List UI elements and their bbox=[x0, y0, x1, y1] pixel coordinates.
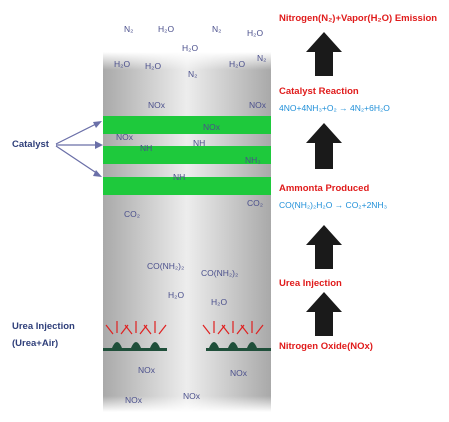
step-emission-label: Nitrogen(N₂)+Vapor(H₂O) Emission bbox=[279, 13, 438, 24]
molecule-h2o: H₂O bbox=[211, 297, 228, 307]
molecule-nox: NOx bbox=[183, 391, 200, 401]
molecule-nox: NOx bbox=[148, 100, 165, 110]
molecule-h2o: H₂O bbox=[168, 290, 185, 300]
molecule-nox: NOx bbox=[138, 365, 155, 375]
catalyst-band-2 bbox=[103, 146, 271, 164]
injection-nozzles bbox=[103, 342, 271, 351]
process-arrow-1 bbox=[306, 32, 342, 76]
molecule-co2: CO₂ bbox=[124, 209, 141, 219]
molecule-nh: NH bbox=[140, 143, 153, 153]
catalyst-band-3 bbox=[103, 177, 271, 195]
molecule-urea: CO(NH₂)₂ bbox=[201, 268, 239, 278]
process-arrows bbox=[306, 32, 342, 336]
step-nox-label: Nitrogen Oxide(NOx) bbox=[279, 341, 373, 352]
molecule-nh: NH bbox=[193, 138, 206, 148]
step-ammonia-label: Ammonta Produced bbox=[279, 183, 370, 194]
molecule-n2: N₂ bbox=[257, 53, 267, 63]
step-catalyst-reaction-equation: 4NO+4NH₃+O₂ → 4N₂+6H₂O bbox=[279, 103, 390, 113]
molecule-nh: NH bbox=[173, 172, 186, 182]
catalyst-pointer-arrows bbox=[55, 121, 103, 177]
molecule-h2o: H₂O bbox=[158, 24, 175, 34]
molecule-nox: NOx bbox=[230, 368, 247, 378]
catalyst-label: Catalyst bbox=[12, 139, 49, 150]
urea-injection-side-label: Urea Injection bbox=[12, 321, 75, 332]
duct-top-fade bbox=[103, 52, 271, 70]
duct-body bbox=[103, 52, 271, 412]
molecule-h2o: H₂O bbox=[229, 59, 246, 69]
step-urea-injection-label: Urea Injection bbox=[279, 278, 342, 289]
molecule-nox: NOx bbox=[125, 395, 142, 405]
molecule-co2: CO₂ bbox=[247, 198, 264, 208]
injection-spray-lines bbox=[105, 321, 264, 335]
urea-air-label: (Urea+Air) bbox=[12, 338, 59, 349]
process-arrow-3 bbox=[306, 225, 342, 269]
molecule-n2: N₂ bbox=[212, 24, 222, 34]
catalyst-band-1 bbox=[103, 116, 271, 134]
molecule-n2: N₂ bbox=[188, 69, 198, 79]
molecule-h2o: H₂O bbox=[247, 28, 264, 38]
step-catalyst-reaction-label: Catalyst Reaction bbox=[279, 86, 359, 97]
molecule-h2o: H₂O bbox=[145, 61, 162, 71]
process-arrow-2 bbox=[306, 123, 342, 169]
molecule-nox: NOx bbox=[116, 132, 133, 142]
molecule-urea: CO(NH₂)₂ bbox=[147, 261, 185, 271]
process-arrow-4 bbox=[306, 292, 342, 336]
molecule-nh3: NH₃ bbox=[245, 155, 261, 165]
molecule-nox: NOx bbox=[249, 100, 266, 110]
duct-bottom-fade bbox=[103, 396, 271, 412]
molecule-h2o: H₂O bbox=[114, 59, 131, 69]
step-ammonia-equation: CO(NH₂)₂H₂O → CO₂+2NH₃ bbox=[279, 200, 388, 210]
molecule-h2o: H₂O bbox=[182, 43, 199, 53]
molecule-n2: N₂ bbox=[124, 24, 134, 34]
molecule-nox: NOx bbox=[203, 122, 220, 132]
